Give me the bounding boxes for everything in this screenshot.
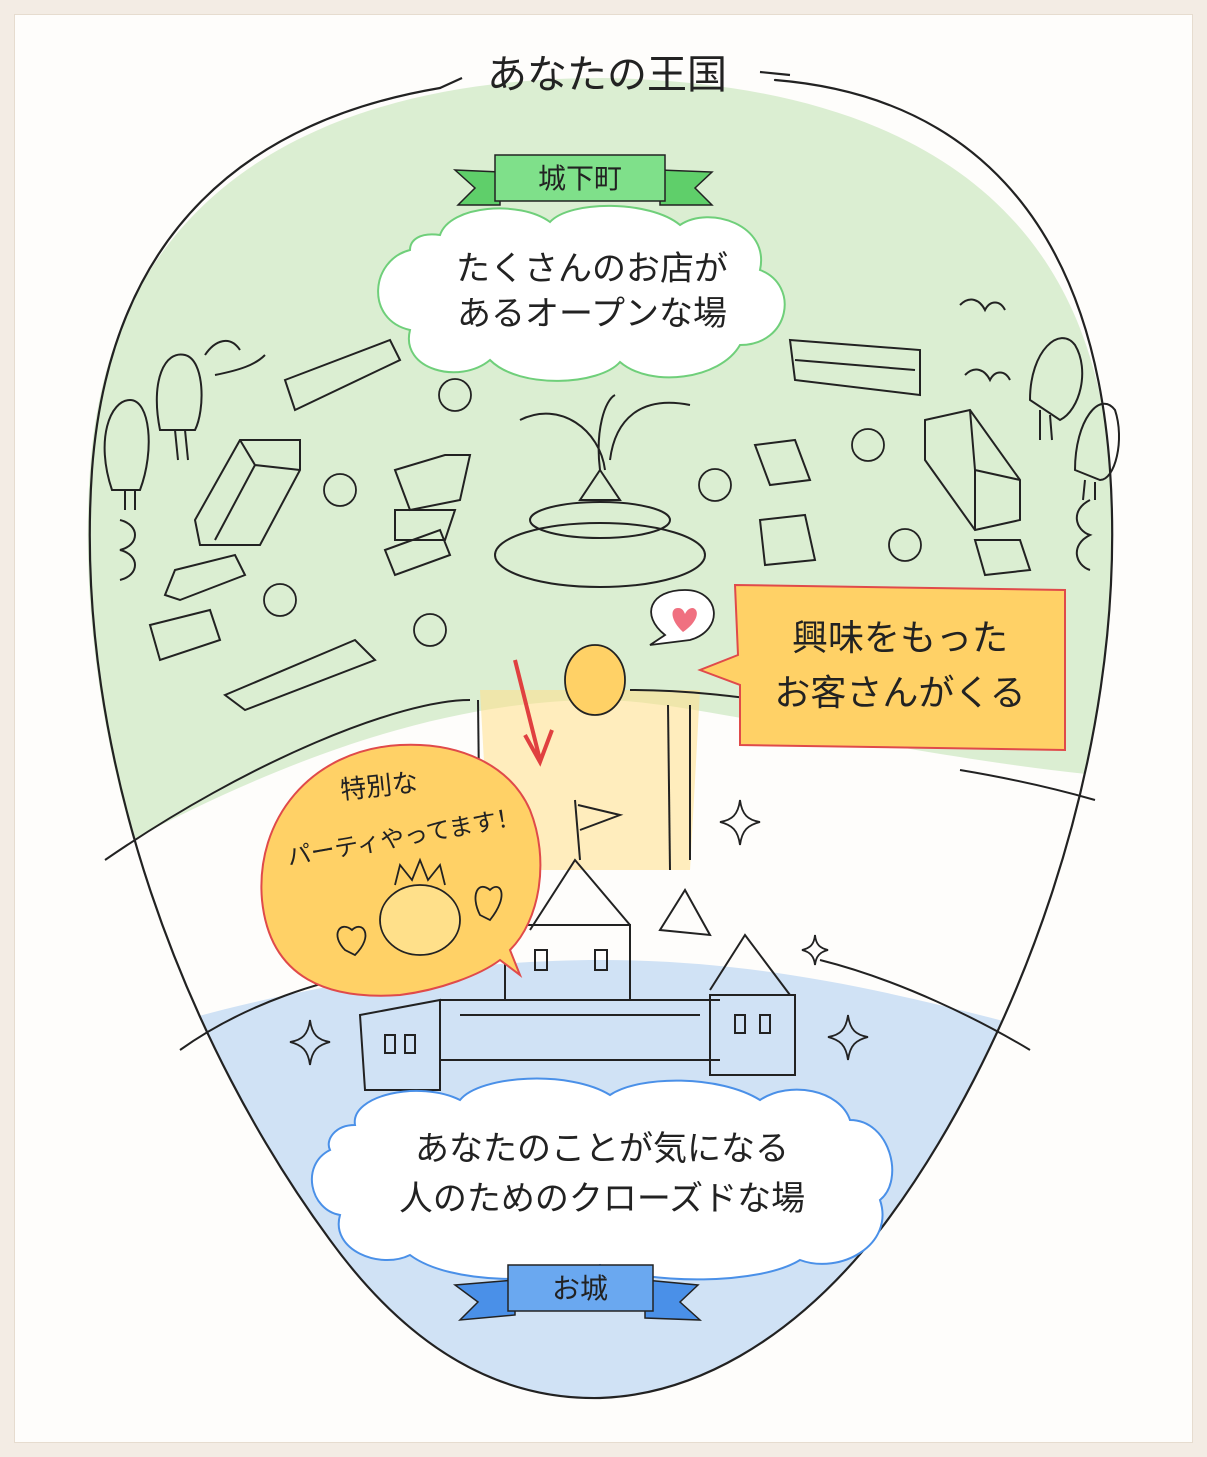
- building-l2: [283, 338, 402, 412]
- visitor-body: [564, 644, 626, 716]
- people: [263, 378, 922, 647]
- building-l8: [394, 509, 457, 541]
- castle-left-window-1: [384, 1034, 396, 1054]
- town-cloud-line2: あるオープンな場: [457, 294, 727, 334]
- trees-right: [959, 298, 1121, 571]
- sparkle-2: [801, 934, 829, 966]
- castle-flag: [574, 799, 624, 861]
- bird-2: [964, 368, 1011, 383]
- town-ribbon-left-tail: [452, 169, 501, 206]
- trees-left: [103, 340, 266, 581]
- face-3: [263, 583, 297, 617]
- building-r5: [973, 539, 1032, 577]
- fountain-base: [494, 522, 706, 588]
- building-l7: [383, 528, 452, 577]
- party-host-crown: [394, 857, 446, 886]
- town-ribbon-band: [494, 154, 666, 202]
- visitor-callout: 興味をもった お客さんがくる: [697, 583, 1066, 752]
- face-4: [413, 613, 447, 647]
- castle-small-roof: [658, 888, 712, 937]
- fountain-top: [578, 468, 622, 501]
- fountain-spray: [519, 394, 691, 471]
- tree-left-2: [155, 353, 203, 461]
- fountain-basin: [529, 501, 671, 539]
- face-2: [323, 473, 357, 507]
- down-arrow: [513, 659, 554, 767]
- party-host-face: [379, 884, 461, 956]
- visitor-callout-line1: 興味をもった: [792, 618, 1008, 659]
- buildings-left: [148, 338, 472, 712]
- town-ribbon-label: 城下町: [538, 162, 622, 195]
- tree-right-2: [1073, 402, 1121, 501]
- town-cloud-shape: [377, 204, 786, 382]
- building-l1: [193, 439, 301, 546]
- sparkle-3: [289, 1019, 331, 1066]
- building-l6: [393, 454, 472, 512]
- town-cloud-line1: たくさんのお店が: [456, 249, 728, 289]
- castle-right-tower: [709, 994, 796, 1076]
- sparkle-4: [827, 1014, 869, 1061]
- tree-left-1: [103, 398, 150, 510]
- hill-left: [204, 340, 266, 376]
- kingdom-outline: [88, 78, 1114, 1400]
- visitor-callout-box: [697, 583, 1066, 752]
- castle: [358, 799, 796, 1091]
- bush-left: [119, 519, 136, 581]
- castle-window-2: [594, 949, 608, 971]
- castle-main-roof: [529, 858, 631, 931]
- castle-right-window-2: [759, 1014, 771, 1034]
- party-heart-right: [474, 885, 503, 922]
- party-host: [336, 857, 503, 957]
- bush-right: [1075, 499, 1093, 571]
- town-cloud: たくさんのお店が あるオープンな場: [377, 204, 786, 382]
- building-r4: [924, 408, 1021, 532]
- castle-right-tower-roof: [709, 933, 791, 996]
- road-right-edge-1: [667, 704, 671, 871]
- building-r2: [753, 438, 812, 487]
- visitor: [564, 589, 715, 716]
- castle-window-1: [534, 949, 548, 971]
- castle-ribbon-label: お城: [552, 1272, 608, 1305]
- castle-cloud-shape: [311, 1077, 894, 1281]
- face-6: [851, 428, 885, 462]
- castle-cloud-line1: あなたのことが気になる: [415, 1129, 789, 1169]
- castle-ribbon: お城: [452, 1264, 703, 1321]
- face-1: [438, 378, 472, 412]
- fountain: [494, 394, 706, 588]
- face-5: [698, 468, 732, 502]
- sparkles: [289, 799, 869, 1066]
- tree-right-1: [1028, 337, 1084, 441]
- title-stroke-left: [439, 76, 463, 90]
- bird-1: [959, 298, 1006, 313]
- building-l3: [163, 553, 247, 602]
- kingdom-title: あなたの王国: [487, 52, 727, 98]
- party-bubble-shape: [260, 743, 542, 997]
- castle-wall: [440, 999, 720, 1061]
- sparkle-1: [719, 799, 761, 846]
- visitor-callout-line2: お客さんがくる: [774, 673, 1025, 714]
- heart-icon: [672, 608, 697, 632]
- building-l4: [148, 608, 222, 662]
- party-bubble: 特別な パーティやってます！: [260, 743, 542, 997]
- building-l5: [223, 638, 377, 712]
- building-r3: [758, 513, 817, 567]
- castle-ribbon-left-tail: [452, 1279, 516, 1321]
- castle-cloud: あなたのことが気になる 人のためのクローズドな場: [311, 1077, 894, 1281]
- castle-cloud-line2: 人のためのクローズドな場: [399, 1179, 805, 1219]
- castle-ribbon-band: [507, 1264, 654, 1312]
- party-heart-left: [336, 925, 367, 957]
- town-ribbon: 城下町: [452, 154, 714, 206]
- castle-left-tower: [358, 998, 441, 1091]
- castle-right-window-1: [734, 1014, 746, 1034]
- buildings-right: [753, 338, 1032, 577]
- face-7: [888, 528, 922, 562]
- title-stroke-right: [759, 70, 791, 77]
- castle-left-window-2: [404, 1034, 416, 1054]
- building-r1: [788, 338, 921, 397]
